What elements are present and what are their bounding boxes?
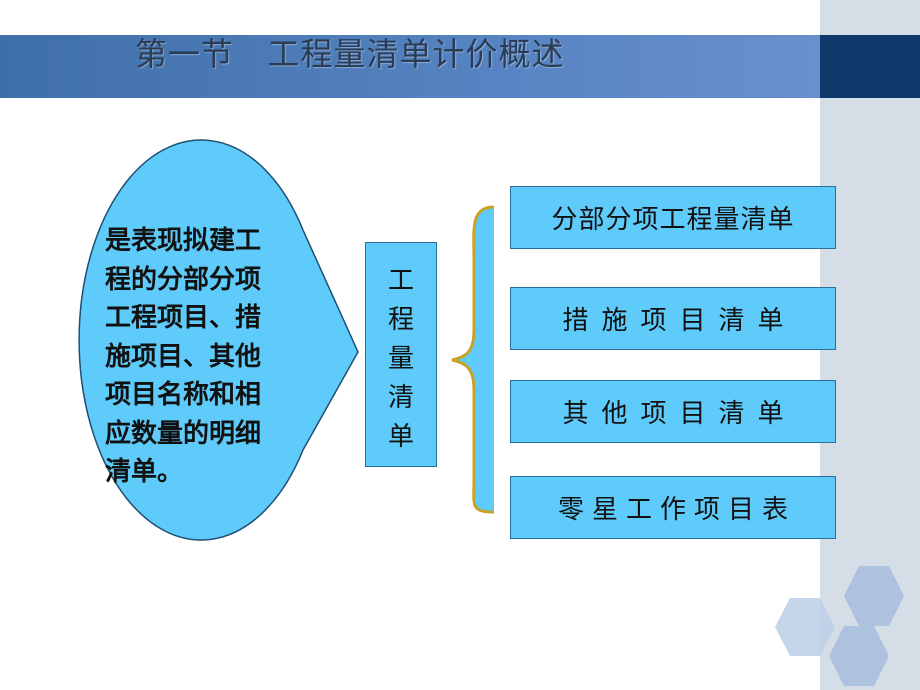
list-item-fenbu: 分部分项工程量清单 bbox=[510, 186, 836, 249]
center-box-label: 工程量清单 bbox=[387, 266, 414, 452]
list-item-qita: 其他项目清单 bbox=[510, 380, 836, 443]
title-bar-dark-block bbox=[820, 35, 920, 98]
brace-outline-icon bbox=[451, 205, 495, 514]
bubble-description: 是表现拟建工程的分部分项工程项目、措施项目、其他项目名称和相应数量的明细清单。 bbox=[105, 226, 262, 487]
hexagon-left-icon bbox=[775, 598, 835, 656]
hexagon-bottom-icon bbox=[829, 626, 889, 686]
brace-shape bbox=[452, 207, 494, 512]
center-box bbox=[365, 242, 437, 467]
speech-bubble-shape bbox=[78, 139, 359, 541]
hexagon-top-icon bbox=[844, 566, 904, 626]
list-item-lingxing: 零星工作项目表 bbox=[510, 476, 836, 539]
slide-title: 第一节 工程量清单计价概述 bbox=[135, 35, 565, 73]
title-bar bbox=[0, 35, 820, 98]
list-item-cuoshi: 措施项目清单 bbox=[510, 287, 836, 350]
